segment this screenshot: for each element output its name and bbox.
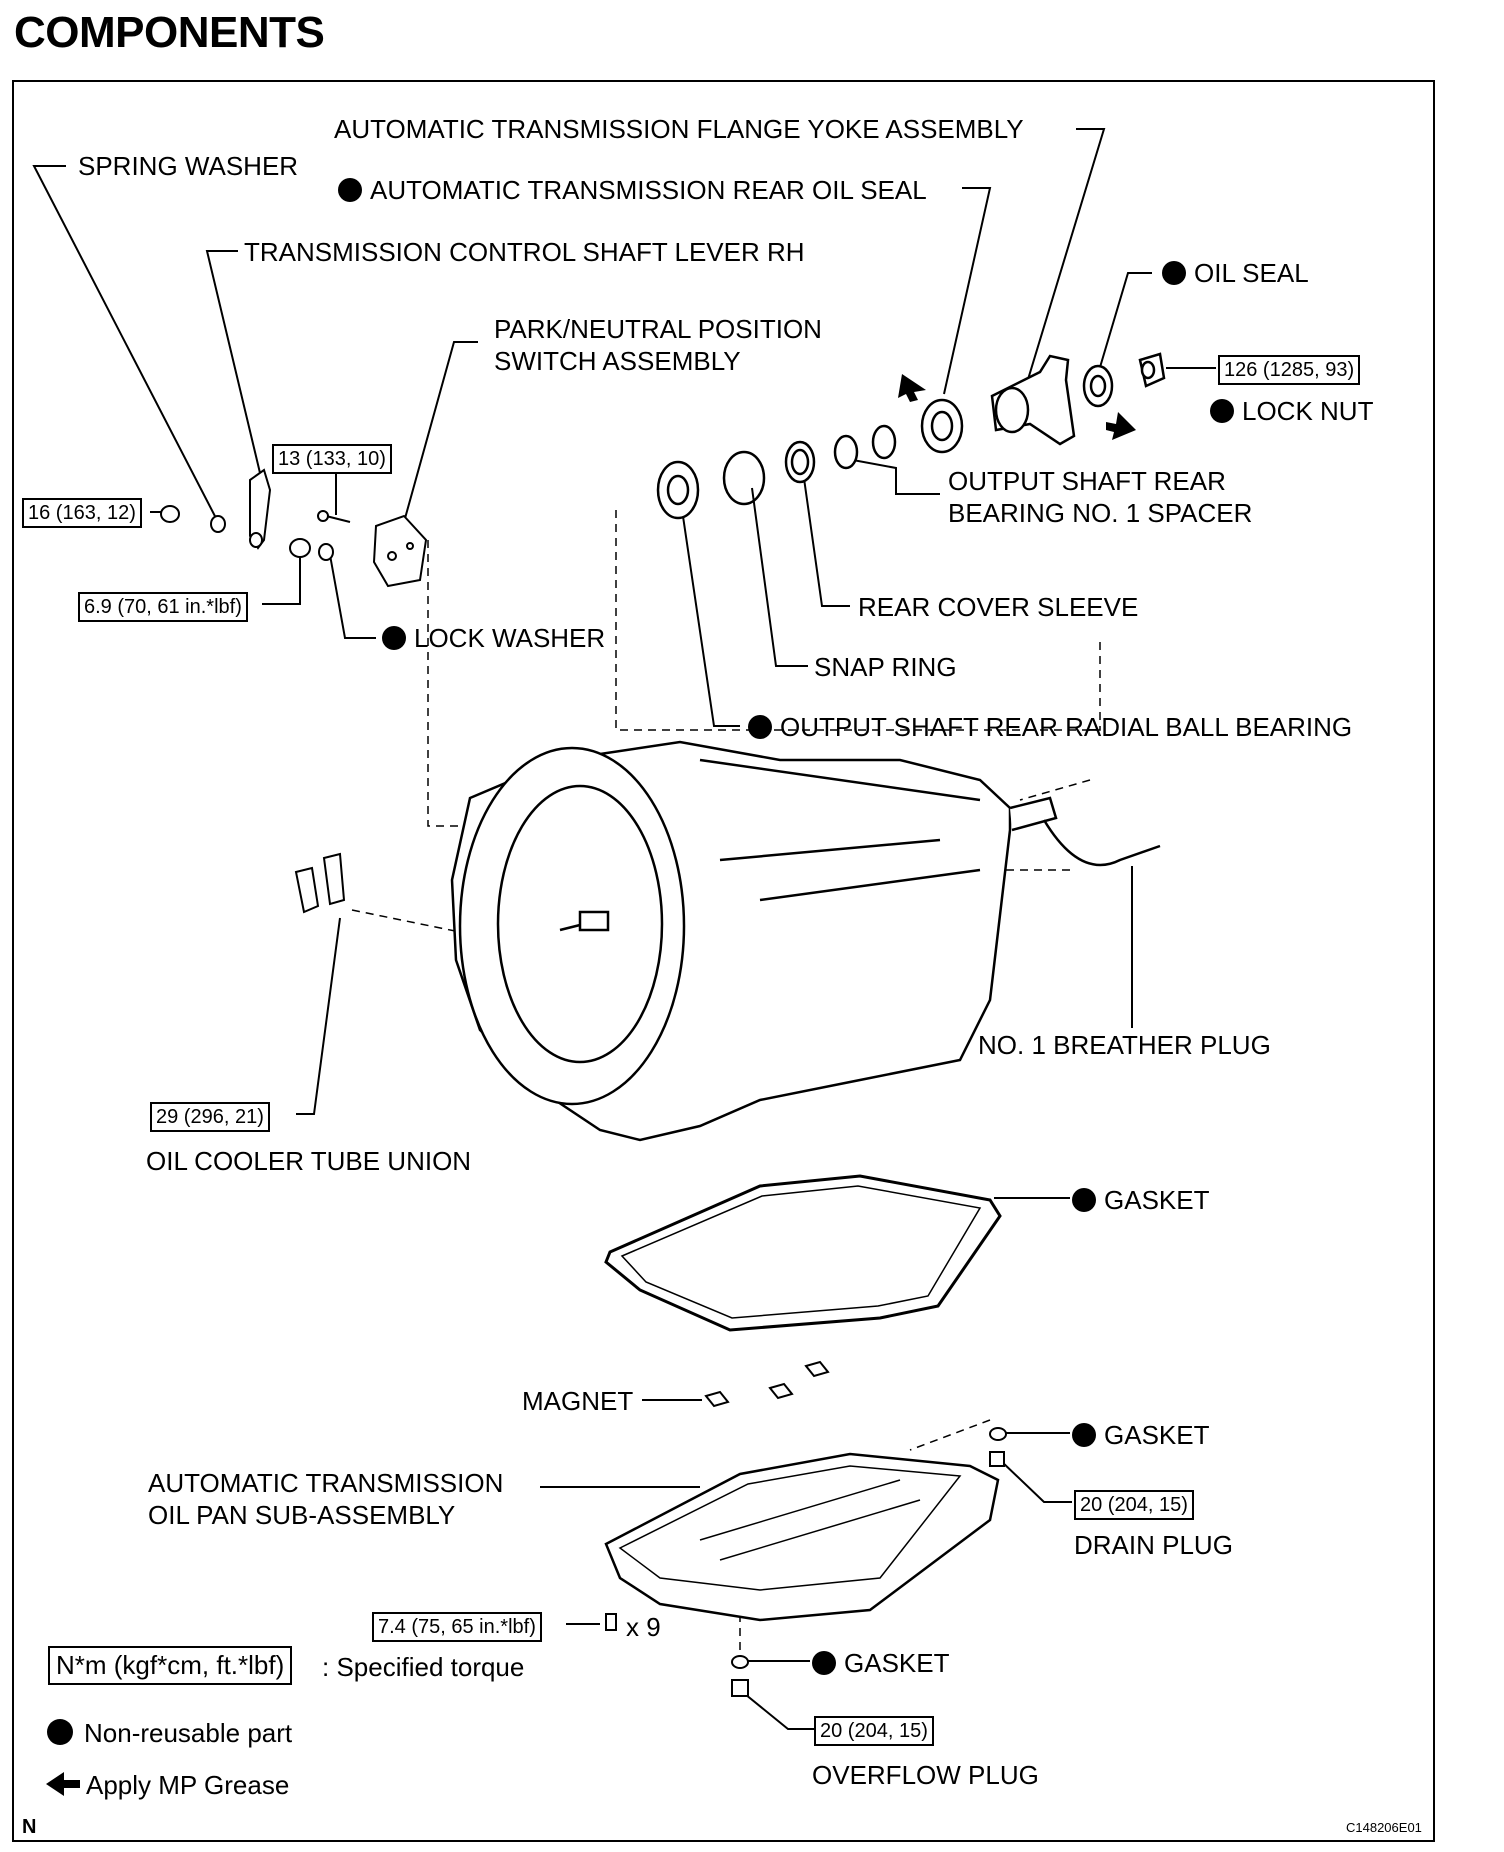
leader-snap-ring [751,487,808,667]
leader-pnp-switch [403,341,478,523]
legend-torque-unit: N*m (kgf*cm, ft.*lbf) [48,1646,293,1685]
label-flange-yoke: AUTOMATIC TRANSMISSION FLANGE YOKE ASSEM… [334,114,1024,144]
drain-gasket-shape [989,1427,1007,1441]
label-control-lever: TRANSMISSION CONTROL SHAFT LEVER RH [244,237,805,267]
label-pnp-switch-line1: PARK/NEUTRAL POSITION [494,314,822,344]
overflow-gasket-shape [731,1655,749,1669]
torque-overflow-plug: 20 (204, 15) [814,1716,934,1746]
dash-shaft [1019,779,1091,801]
label-lock-nut: LOCK NUT [1210,396,1373,426]
cooler-union-1-shape [294,866,320,914]
pan-gasket-shape [604,1174,1002,1332]
leader-control-lever [205,250,261,474]
label-magnet: MAGNET [522,1386,634,1416]
legend-torque-desc: : Specified torque [322,1652,525,1682]
spring-washer-nut-shape [160,505,180,523]
grease-legend-icon [46,1772,80,1796]
leader-oil-seal [1097,272,1152,375]
label-lock-washer: LOCK WASHER [382,623,605,653]
north-marker: N [22,1816,37,1838]
non-reusable-icon [1162,261,1186,285]
non-reusable-legend-icon [47,1719,73,1745]
label-spacer-line2: BEARING NO. 1 SPACER [948,498,1253,528]
leader-lock-washer [329,554,376,639]
label-oil-seal: OIL SEAL [1162,258,1309,288]
label-radial-bearing: OUTPUT SHAFT REAR RADIAL BALL BEARING [748,712,1352,742]
leader-radial-bearing [679,495,740,727]
leader-spacer [841,457,940,495]
non-reusable-icon [338,178,362,202]
overflow-plug-shape [731,1679,749,1697]
leader-cooler [296,917,341,1115]
label-rear-oil-seal: AUTOMATIC TRANSMISSION REAR OIL SEAL [338,175,927,205]
drain-plug-shape [989,1451,1005,1467]
oil-pan-shape [604,1452,1000,1622]
torque-cooler-union: 29 (296, 21) [150,1102,270,1132]
label-breather-plug: NO. 1 BREATHER PLUG [978,1030,1271,1060]
label-bolt-count: x 9 [626,1612,661,1642]
magnet-shape-2 [768,1382,794,1400]
leader-drain-plug [999,1459,1072,1503]
grease-arrow-oil-seal [1106,412,1136,440]
spring-washer-shape [210,515,226,533]
label-drain-plug: DRAIN PLUG [1074,1530,1233,1560]
page-title: COMPONENTS [14,8,325,57]
non-reusable-icon [1210,399,1234,423]
torque-switch-bolt: 13 (133, 10) [272,444,392,474]
label-gasket-pan: GASKET [1072,1185,1209,1215]
label-overflow-plug: OVERFLOW PLUG [812,1760,1039,1790]
torque-pan-bolt: 7.4 (75, 65 in.*lbf) [372,1612,542,1642]
torque-lever-nut: 6.9 (70, 61 in.*lbf) [78,592,248,622]
dash-switch [427,540,460,827]
diagram-frame [12,80,1435,1842]
torque-drain-plug: 20 (204, 15) [1074,1490,1194,1520]
label-spacer-line1: OUTPUT SHAFT REAR [948,466,1226,496]
label-oil-pan-line2: OIL PAN SUB-ASSEMBLY [148,1500,456,1530]
label-pnp-switch-line2: SWITCH ASSEMBLY [494,346,741,376]
torque-lock-nut: 126 (1285, 93) [1218,355,1361,385]
cooler-union-2-shape [322,852,346,906]
spacer-shape-2 [871,424,897,460]
label-rear-cover-sleeve: REAR COVER SLEEVE [858,592,1139,622]
leader-flange-yoke [1025,128,1106,387]
leader-rear-cover-sleeve [799,449,850,607]
torque-spring-washer-nut: 16 (163, 12) [22,498,142,528]
spacer-shape-1 [833,434,859,470]
non-reusable-icon [812,1651,836,1675]
legend-grease: Apply MP Grease [86,1770,290,1800]
leader-overflow-plug [739,1689,814,1730]
non-reusable-icon [382,626,406,650]
breather-hose-shape [1042,819,1161,867]
non-reusable-icon [1072,1423,1096,1447]
label-oil-cooler-union: OIL COOLER TUBE UNION [146,1146,472,1176]
magnet-shape-1 [704,1390,730,1408]
non-reusable-icon [1072,1188,1096,1212]
pan-bolt-shape [605,1613,617,1631]
label-gasket-overflow: GASKET [812,1648,949,1678]
lever-nut-shape [289,538,311,558]
label-snap-ring: SNAP RING [814,652,957,682]
label-spring-washer: SPRING WASHER [78,151,299,181]
magnet-shape-3 [804,1360,830,1378]
transmission-case-shape [450,740,1161,1142]
legend-non-reusable: Non-reusable part [84,1718,293,1748]
dash-pan [909,1419,991,1451]
figure-code: C148206E01 [1346,1820,1422,1835]
label-oil-pan-line1: AUTOMATIC TRANSMISSION [148,1468,504,1498]
grease-arrow-rear-seal [898,374,926,402]
non-reusable-icon [748,715,772,739]
dash-bearing-box [615,510,1101,731]
dash-cooler [351,909,461,933]
leader-rear-oil-seal [943,187,992,395]
leader-lever-nut [262,557,301,605]
pnp-switch-shape [372,514,428,588]
leader-spring-washer [32,165,219,523]
snap-ring-shape [722,450,766,506]
label-gasket-drain: GASKET [1072,1420,1209,1450]
lock-washer-shape [318,543,334,561]
